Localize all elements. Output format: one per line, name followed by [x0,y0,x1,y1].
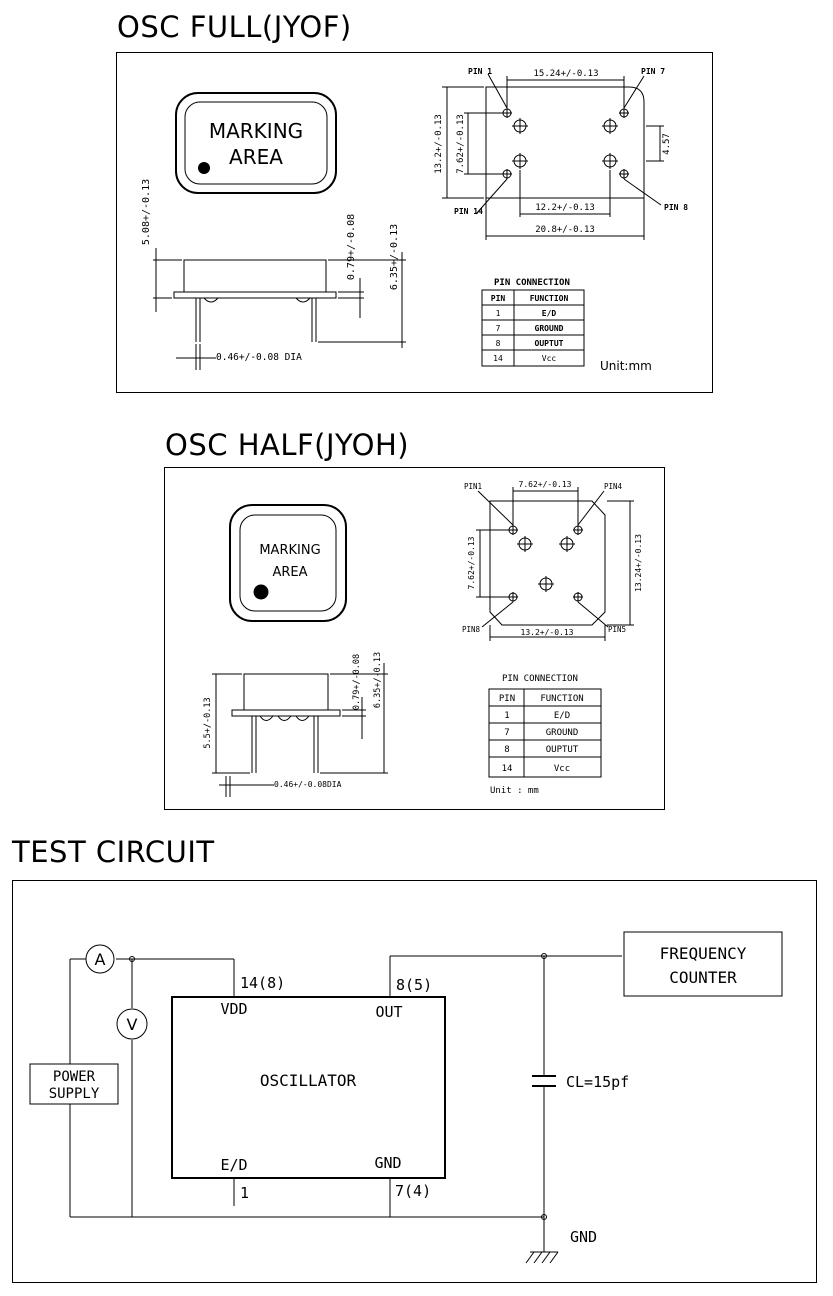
full-pin8-label: PIN 8 [664,203,688,212]
gnd-pin-label: GND [374,1154,401,1172]
table-cell: Vcc [554,764,570,774]
table-cell: 14 [493,354,503,363]
full-body-w-dim: 20.8+/-0.13 [535,225,595,235]
half-pitch-y-dim: 7.62+/-0.13 [467,536,476,589]
full-side-view: 5.08+/-0.13 0.79+/-0.08 6.35+/-0.13 0.46… [141,179,406,370]
osc-full-drawing: MARKING AREA 5.08+/-0.13 0.79+/-0.08 6.3… [116,52,713,393]
full-pin1-label: PIN 1 [468,67,492,76]
ground-label: GND [570,1228,597,1246]
half-unit-label: Unit : mm [490,786,539,796]
ammeter-label: A [95,950,106,969]
title-osc-half: OSC HALF(JYOH) [165,428,410,462]
half-area-text: AREA [272,565,307,580]
full-pitch-x-dim: 15.24+/-0.13 [533,69,598,79]
full-total-height-dim: 6.35+/-0.13 [389,224,400,290]
table-cell: OUPTUT [535,339,564,348]
voltmeter-label: V [127,1015,138,1034]
power-supply-line2: SUPPLY [49,1086,100,1102]
full-pin-off-dim: 4.57 [662,133,672,155]
half-total-height-dim: 6.35+/-0.13 [373,652,383,708]
full-standoff-dim: 0.79+/-0.08 [346,214,357,280]
pin-out-number: 8(5) [396,976,432,994]
table-cell: E/D [542,309,557,318]
half-pin5-label: PIN5 [608,625,626,634]
half-pin-table: PIN CONNECTION PIN FUNCTION 1 E/D 7 GROU… [488,674,602,778]
table-cell: 8 [496,339,501,348]
table-cell: 7 [496,324,501,333]
test-circuit-diagram: A V POWER SUPPLY OSCILLATOR VDD OUT E/D … [12,880,817,1283]
half-table-header-function: FUNCTION [540,694,583,704]
table-cell: OUPTUT [546,745,579,755]
full-area-text: AREA [229,145,283,169]
ammeter: A [85,944,115,974]
full-unit-label: Unit:mm [600,359,652,373]
pin-gnd-number: 7(4) [395,1182,431,1200]
half-standoff-dim: 0.79+/-0.08 [352,654,362,710]
half-table-header-pin: PIN [499,694,515,704]
full-height-dim: 5.08+/-0.13 [141,179,152,245]
half-pitch-x-dim: 7.62+/-0.13 [519,480,572,489]
out-label: OUT [375,1003,402,1021]
pin1-dot-icon [198,162,210,174]
freq-counter-line2: COUNTER [669,968,737,987]
table-cell: 8 [504,745,509,755]
half-pin1-dot-icon [253,584,269,600]
full-pin-table: PIN CONNECTION PIN FUNCTION 1 E/D 7 GROU… [481,278,585,367]
half-table-title: PIN CONNECTION [502,674,578,684]
circuit-wires [69,953,622,1252]
half-body-w-dim: 13.2+/-0.13 [521,628,574,637]
oscillator-label: OSCILLATOR [260,1071,357,1090]
half-bottom-view: PIN1 PIN4 PIN8 PIN5 7.62+/-0.13 7.62+/-0… [462,480,643,641]
full-pin14-label: PIN 14 [454,207,483,216]
full-table-title: PIN CONNECTION [494,278,570,288]
half-marking-area: MARKING AREA [229,504,347,622]
frequency-counter: FREQUENCY COUNTER [623,931,783,997]
table-cell: E/D [554,711,570,721]
full-bottom-view: PIN 1 PIN 7 PIN 14 PIN 8 15.24+/-0.13 13… [434,67,688,240]
full-pin-dia-dim: 0.46+/-0.08 DIA [216,352,302,363]
ground-symbol-icon [525,1251,559,1264]
table-cell: 7 [504,728,509,738]
osc-half-drawing: MARKING AREA 5.5+/-0.13 0.79+/-0.08 6.35… [164,467,665,810]
pin-vdd-number: 14(8) [240,974,285,992]
full-marking-text: MARKING [209,119,303,143]
half-pin-dia-dim: 0.46+/-0.08DIA [274,780,342,789]
full-pin7-label: PIN 7 [641,67,665,76]
table-cell: Vcc [542,354,557,363]
half-marking-text: MARKING [259,543,320,558]
full-body-h-dim: 13.2+/-0.13 [434,114,444,174]
table-cell: 1 [496,309,501,318]
voltmeter: V [116,1008,148,1040]
half-pin1-label: PIN1 [464,482,482,491]
half-lead-len-dim: 5.5+/-0.13 [203,697,213,748]
full-inner-w-dim: 12.2+/-0.13 [535,203,595,213]
table-cell: 14 [502,764,513,774]
full-table-header-function: FUNCTION [530,294,569,303]
full-marking-area: MARKING AREA [175,92,337,194]
title-osc-full: OSC FULL(JYOF) [117,10,352,44]
capacitor: CL=15pf [532,1073,629,1091]
vdd-label: VDD [220,1000,247,1018]
capacitor-label: CL=15pf [566,1073,629,1091]
full-table-header-pin: PIN [491,294,506,303]
table-cell: GROUND [546,728,579,738]
power-supply-line1: POWER [53,1069,96,1085]
title-test-circuit: TEST CIRCUIT [12,835,215,869]
half-pin8-label: PIN8 [462,625,481,634]
half-body-h-dim: 13.24+/-0.13 [634,534,643,592]
power-supply: POWER SUPPLY [29,1063,119,1105]
oscillator-block: OSCILLATOR VDD OUT E/D GND [171,996,446,1179]
half-side-view: 5.5+/-0.13 0.79+/-0.08 6.35+/-0.13 0.46+… [203,652,388,797]
half-pin4-label: PIN4 [604,482,623,491]
full-pitch-y-dim: 7.62+/-0.13 [456,114,466,174]
freq-counter-line1: FREQUENCY [660,944,747,963]
table-cell: 1 [504,711,509,721]
pin-ed-number: 1 [240,1184,249,1202]
ed-label: E/D [220,1156,247,1174]
table-cell: GROUND [535,324,564,333]
